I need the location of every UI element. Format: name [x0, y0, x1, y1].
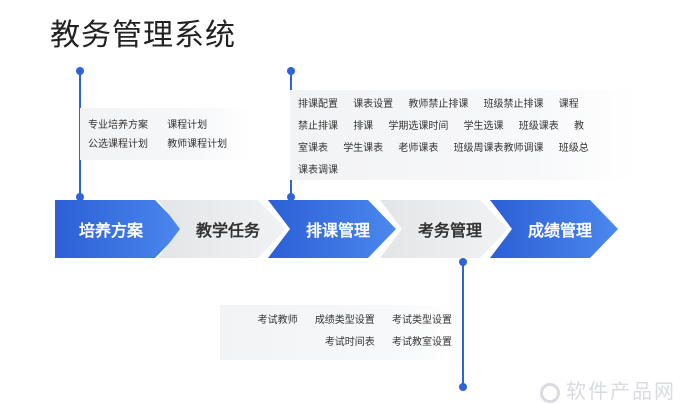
panel-item: 教师禁止排课	[408, 99, 469, 110]
connector-dot-exam-bottom	[459, 383, 467, 391]
panel-item: 成绩类型设置	[314, 315, 375, 326]
panel-row: 排课配置 课表设置 教师禁止排课 班级禁止排课 课程	[298, 94, 635, 116]
panel-item: 课程计划	[167, 120, 208, 131]
panel-row: 禁止排课 排课 学期选课时间 学生选课 班级课表 教	[298, 116, 635, 138]
connector-dot-training-bottom	[76, 193, 84, 201]
connector-dot-scheduling-bottom	[287, 193, 295, 201]
panel-item: 考试教室设置	[392, 337, 452, 348]
panel-item: 课程	[558, 99, 579, 110]
panel-item: 课表调课	[298, 165, 338, 176]
panel-item: 班级总	[558, 143, 589, 154]
connector-dot-scheduling-top	[287, 67, 295, 75]
stage-grade-management[interactable]: 成绩管理	[490, 200, 618, 258]
stage-label: 培养方案	[78, 221, 143, 240]
training-plan-panel: 专业培养方案 课程计划 公选课程计划 教师课程计划	[80, 108, 250, 160]
stage-label: 成绩管理	[527, 221, 592, 240]
panel-item: 班级周课表教师调课	[453, 143, 544, 154]
panel-item: 学生课表	[343, 143, 384, 154]
panel-item: 排课配置	[298, 99, 338, 110]
panel-item: 专业培养方案	[88, 120, 148, 131]
panel-item: 教	[573, 121, 584, 132]
panel-row: 考试教师 成绩类型设置 考试类型设置	[220, 310, 452, 332]
panel-item: 室课表	[298, 143, 328, 154]
stage-label: 排课管理	[305, 221, 370, 240]
scheduling-panel: 排课配置 课表设置 教师禁止排课 班级禁止排课 课程 禁止排课 排课 学期选课时…	[290, 90, 635, 180]
panel-item: 学生选课	[463, 121, 504, 132]
stage-training-plan[interactable]: 培养方案	[55, 200, 183, 258]
panel-row: 课表调课	[298, 160, 635, 182]
panel-row: 考试时间表 考试教室设置	[220, 332, 452, 354]
stage-label: 教学任务	[195, 221, 260, 240]
panel-item: 班级禁止排课	[483, 99, 544, 110]
panel-row: 室课表 学生课表 老师课表 班级周课表教师调课 班级总	[298, 138, 635, 160]
panel-item: 公选课程计划	[88, 139, 148, 150]
stage-scheduling[interactable]: 排课管理	[268, 200, 396, 258]
panel-item: 课表设置	[353, 99, 394, 110]
panel-row: 公选课程计划 教师课程计划	[88, 135, 250, 154]
connector-line-exam	[462, 262, 464, 388]
watermark-text: 软件产品网	[566, 379, 676, 403]
panel-item: 老师课表	[398, 143, 439, 154]
exam-panel: 考试教师 成绩类型设置 考试类型设置 考试时间表 考试教室设置	[220, 305, 460, 360]
panel-item: 考试教师	[257, 315, 298, 326]
panel-item: 禁止排课	[298, 121, 338, 132]
panel-item: 学期选课时间	[388, 121, 449, 132]
panel-row: 专业培养方案 课程计划	[88, 116, 250, 135]
stage-exam-management[interactable]: 考务管理	[380, 200, 508, 258]
panel-item: 排课	[353, 121, 374, 132]
panel-item: 班级课表	[518, 121, 559, 132]
panel-item: 教师课程计划	[167, 139, 228, 150]
stage-label: 考务管理	[417, 221, 482, 240]
connector-dot-training-top	[76, 67, 84, 75]
panel-item: 考试时间表	[324, 337, 375, 348]
connector-dot-exam-top	[459, 258, 467, 266]
page-title: 教务管理系统	[50, 18, 236, 53]
panel-item: 考试类型设置	[392, 315, 452, 326]
